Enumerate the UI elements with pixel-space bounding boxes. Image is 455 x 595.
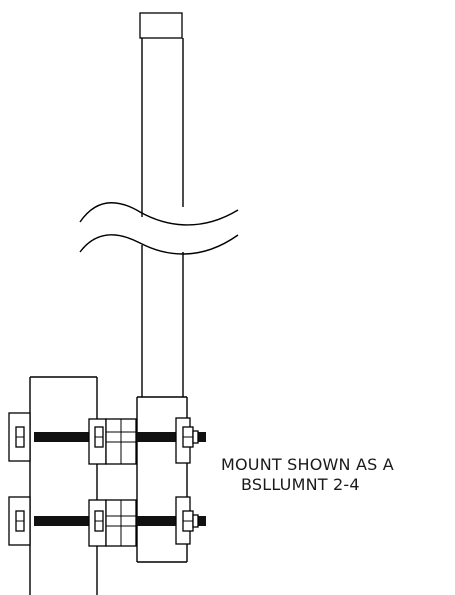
upper-bracket-left-plate: [8, 412, 31, 462]
lower-bracket-right-plate: [175, 496, 199, 545]
antenna-mast-upper: [141, 38, 184, 217]
antenna-mast-lower: [141, 245, 184, 397]
upper-bracket-center-plate: [88, 418, 137, 465]
callout-text-line-2: BSLLUMNT 2-4: [241, 475, 360, 494]
upper-bracket-right-plate: [175, 417, 199, 464]
callout-text-line-1: MOUNT SHOWN AS A: [221, 455, 394, 474]
lower-bracket-center-plate: [88, 499, 137, 547]
support-pipe: [29, 376, 98, 595]
antenna-cap: [139, 12, 183, 39]
break-symbol: [79, 202, 239, 255]
lower-bracket-left-plate: [8, 496, 31, 546]
